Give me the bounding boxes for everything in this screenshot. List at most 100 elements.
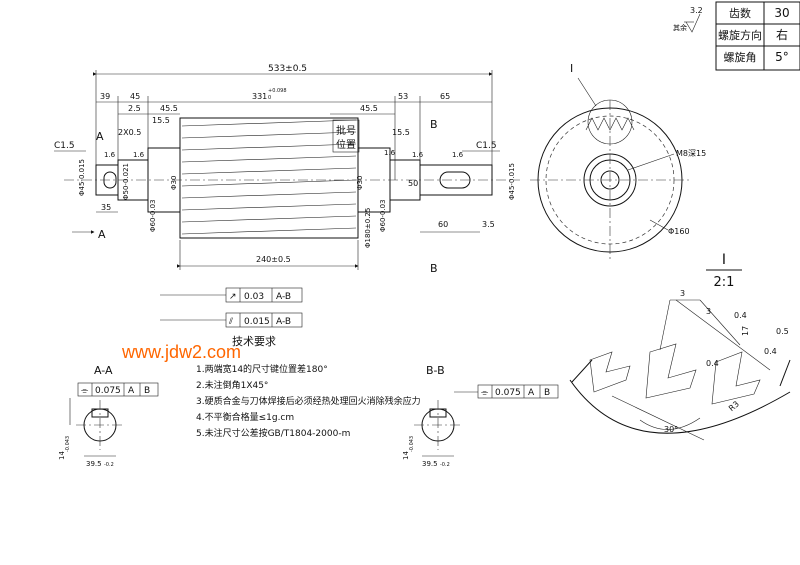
tech-req-item: 5.未注尺寸公差按GB/T1804-2000-m xyxy=(196,427,350,439)
detail-dim-05: 0.5 xyxy=(776,327,789,336)
dim-phi50-left: Φ50-0.021 xyxy=(122,163,130,200)
dim-35-right: 3.5 xyxy=(482,220,495,229)
dim-overall: 533±0.5 xyxy=(268,64,307,74)
dim-phi45-left: Φ45-0.015 xyxy=(78,159,86,196)
bb-symbol: ⌯ xyxy=(481,388,489,398)
spec-label-teeth: 齿数 xyxy=(729,7,751,20)
roughness-mid: 1.6 xyxy=(384,149,396,157)
section-bb: B-B ⌯ 0.075 A B 14 -0.043 39.5 -0.2 xyxy=(402,364,559,468)
dim-2x05: 2X0.5 xyxy=(118,128,141,137)
spec-label-helix-angle: 螺旋角 xyxy=(724,50,757,64)
surface-finish-note: 其余 xyxy=(673,23,687,32)
chamfer-left: C1.5 xyxy=(54,141,75,151)
aa-width-tol: -0.043 xyxy=(65,436,71,452)
dim-center: 331 xyxy=(252,92,267,101)
aa-ref-1: A xyxy=(128,386,135,396)
spec-label-helix-direction: 螺旋方向 xyxy=(718,28,762,42)
spec-value-teeth: 30 xyxy=(774,6,789,20)
bb-ref-1: A xyxy=(528,388,535,398)
detail-dim-04c: 0.4 xyxy=(764,347,777,356)
detail-angle: 30° xyxy=(664,425,678,434)
helical-flutes xyxy=(181,119,357,235)
dim-left-25: 2.5 xyxy=(128,104,141,113)
end-view: I M8深15 Φ160 xyxy=(530,62,706,260)
detail-dim-3b: 3 xyxy=(706,307,711,316)
tech-req-title: 技术要求 xyxy=(232,335,276,348)
position-label: 位置 xyxy=(336,138,356,151)
section-a-top: A xyxy=(96,130,104,143)
aa-depth-tol: -0.2 xyxy=(104,462,114,468)
aa-symbol: ⌯ xyxy=(81,386,89,396)
bb-tolerance-value: 0.075 xyxy=(495,388,521,398)
total-runout-ref: A-B xyxy=(276,317,291,327)
section-b-top: B xyxy=(430,118,438,131)
total-runout-frame: ⫽ 0.015 A-B xyxy=(160,312,303,328)
detail-dim-17: 17 xyxy=(741,326,750,336)
dim-center-tol-upper: +0.098 xyxy=(268,88,287,94)
section-bb-label: B-B xyxy=(426,364,445,377)
dim-phi180: Φ180±0.25 xyxy=(364,208,372,248)
tech-req-item: 4.不平衡合格量≤1g.cm xyxy=(196,411,294,423)
dim-50: 50 xyxy=(408,179,418,188)
section-a-bottom: A xyxy=(98,228,106,241)
runout-frame: ↗ 0.03 A-B xyxy=(160,287,303,303)
dim-phi45-right: Φ45-0.015 xyxy=(508,163,516,200)
roughness-right-2: 1.6 xyxy=(452,151,464,159)
detail-dim-04b: 0.4 xyxy=(706,359,719,368)
dim-phi30-left: Φ30 xyxy=(170,176,178,190)
surface-finish-symbol: 3.2 其余 xyxy=(673,6,703,33)
dim-240: 240±0.5 xyxy=(256,255,291,264)
m8-label: M8深15 xyxy=(676,149,706,158)
tech-req-item: 3.硬质合金与刀体焊接后必须经热处理回火消除残余应力 xyxy=(196,395,421,407)
detail-dim-3a: 3 xyxy=(680,289,685,298)
phi160-label: Φ160 xyxy=(668,227,690,236)
spec-value-helix-angle: 5° xyxy=(775,50,789,64)
dim-phi60-right: Φ60-0.03 xyxy=(379,199,387,232)
tech-req-item: 1.两端宽14的尺寸键位置差180° xyxy=(196,363,328,375)
total-runout-value: 0.015 xyxy=(244,317,270,327)
dim-phi30-right: Φ30 xyxy=(356,176,364,190)
tech-req-item: 2.未注倒角1X45° xyxy=(196,379,268,391)
roughness-right-1: 1.6 xyxy=(412,151,424,159)
dim-left-39: 39 xyxy=(100,92,110,101)
bb-depth-tol: -0.2 xyxy=(440,462,450,468)
aa-width: 14 xyxy=(58,451,66,460)
side-view: 533±0.5 39 45 331 +0.098 0 53 65 2.5 45.… xyxy=(54,64,520,328)
detail-title: I xyxy=(722,252,726,268)
technical-requirements: 技术要求 1.两端宽14的尺寸键位置差180° 2.未注倒角1X45° 3.硬质… xyxy=(196,335,421,439)
roughness-left-1: 1.6 xyxy=(104,151,116,159)
section-aa-label: A-A xyxy=(94,364,113,377)
aa-ref-2: B xyxy=(144,386,150,396)
bb-ref-2: B xyxy=(544,388,550,398)
aa-depth: 39.5 xyxy=(86,460,102,468)
detail-scale: 2:1 xyxy=(714,275,735,290)
dim-center-tol-lower: 0 xyxy=(268,95,271,101)
dim-right-53: 53 xyxy=(398,92,408,101)
batch-label: 批号 xyxy=(336,124,356,137)
roughness-left-2: 1.6 xyxy=(133,151,145,159)
dim-right-65: 65 xyxy=(440,92,450,101)
spec-table: 齿数 30 螺旋方向 右 螺旋角 5° xyxy=(715,1,800,71)
bb-depth: 39.5 xyxy=(422,460,438,468)
dim-left-455: 45.5 xyxy=(160,104,178,113)
dim-155-right: 15.5 xyxy=(392,128,410,137)
section-b-bottom: B xyxy=(430,262,438,275)
runout-value: 0.03 xyxy=(244,292,264,302)
aa-tolerance-value: 0.075 xyxy=(95,386,121,396)
dim-left-45: 45 xyxy=(130,92,140,101)
runout-symbol: ↗ xyxy=(229,292,237,302)
bb-width: 14 xyxy=(402,451,410,460)
dim-35-left: 35 xyxy=(101,203,111,212)
detail-dim-04a: 0.4 xyxy=(734,311,747,320)
dim-155-left: 15.5 xyxy=(152,116,170,125)
dim-right-455: 45.5 xyxy=(360,104,378,113)
spec-value-helix-direction: 右 xyxy=(776,27,788,42)
detail-radius: R3 xyxy=(727,399,741,413)
detail-view: I 2:1 3 3 0.4 0.5 0.4 0.4 17 R3 30° xyxy=(569,252,791,441)
bb-width-tol: -0.043 xyxy=(409,436,415,452)
watermark: www.jdw2.com xyxy=(121,342,241,362)
section-aa: A-A ⌯ 0.075 A B 14 -0.043 39.5 -0.2 xyxy=(58,364,159,468)
dim-60-right: 60 xyxy=(438,220,448,229)
total-runout-symbol: ⫽ xyxy=(228,317,233,327)
